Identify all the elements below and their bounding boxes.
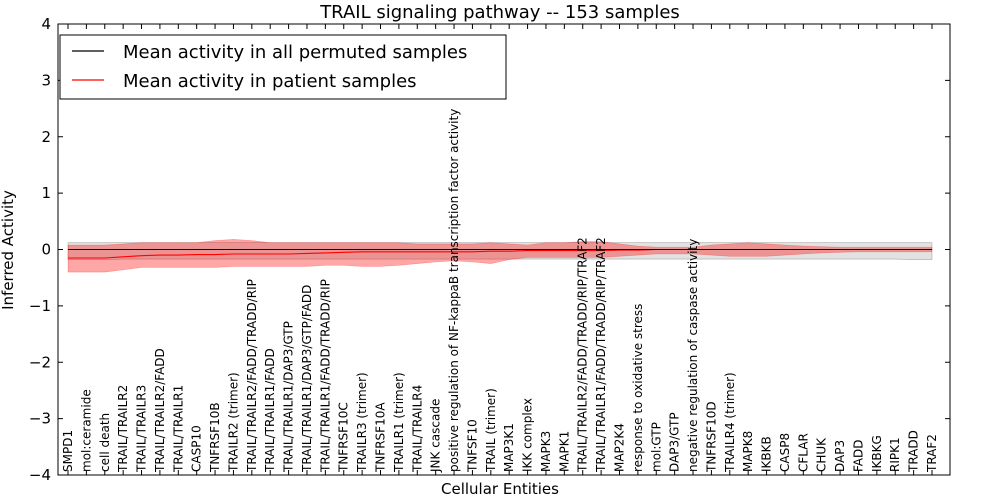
y-tick-label: 2 [41,128,51,146]
patient-range-band [67,239,933,273]
chart-title: TRAIL signaling pathway -- 153 samples [319,2,680,23]
x-tick-label: TRAIL (trimer) [484,388,498,473]
x-tick-label: IKK complex [521,398,535,472]
x-tick-label: TNFRSF10D [704,401,718,473]
x-tick-label: mol:GTP [649,422,663,472]
y-tick-label: −1 [29,297,51,315]
x-tick-label: TRAIL/TRAILR1/FADD/TRADD/RIP/TRAF2 [594,237,608,473]
x-tick-label: TRAILR2 (trimer) [226,372,240,473]
y-tick-label: 0 [41,241,51,259]
plot-area [67,239,933,273]
y-tick-label: 3 [41,71,51,89]
x-tick-label: JNK cascade [429,399,443,473]
x-tick-label: cell death [98,413,112,472]
x-tick-label: TNFRSF10A [374,402,388,473]
x-tick-label: IKBKG [870,435,884,472]
x-tick-label: MAP2K4 [613,423,627,472]
x-tick-label: TNFRSF10C [337,402,351,473]
x-tick-label: IKBKB [760,436,774,472]
x-tick-label: DAP3 [833,440,847,472]
y-tick-label: −3 [29,410,51,428]
x-tick-label: TRAIL/TRAILR4 [410,385,424,473]
x-tick-label: TNFSF10 [465,419,479,473]
x-tick-label: RIPK1 [888,437,902,472]
y-axis-ticks: 4 3 2 1 0 −1 −2 −3 −4 [29,15,950,484]
x-tick-label: CFLAR [796,433,810,472]
x-tick-label: TRAIL/TRAILR1/DAP3/GTP/FADD [300,285,314,473]
x-tick-label: TRAILR1 (trimer) [392,372,406,473]
y-tick-label: −2 [29,353,51,371]
x-tick-label: response to oxidative stress [631,304,645,472]
x-tick-label: MAP3K1 [502,423,516,472]
x-tick-label: CHUK [815,437,829,472]
x-tick-label: positive regulation of NF-kappaB transcr… [447,109,461,472]
y-tick-label: 1 [41,184,51,202]
x-tick-label: DAP3/GTP [668,412,682,472]
x-tick-label: TRAIL/TRAILR2/FADD/TRADD/RIP [245,279,259,473]
x-tick-label: CASP10 [190,425,204,472]
legend-label-permuted: Mean activity in all permuted samples [123,42,467,63]
x-tick-label: TNFRSF10B [208,402,222,473]
x-tick-label: TRADD [907,430,921,473]
x-tick-label: SMPD1 [61,430,75,472]
x-tick-label: FADD [852,440,866,473]
legend: Mean activity in all permuted samples Me… [59,34,507,100]
x-tick-label: TRAF2 [925,434,939,473]
x-tick-label: CASP8 [778,433,792,472]
x-tick-label: MAPK8 [741,431,755,472]
x-tick-label: TRAIL/TRAILR2 [116,385,130,473]
x-tick-label: mol:ceramide [79,389,93,472]
x-tick-label: negative regulation of caspase activity [686,239,700,472]
x-tick-label: MAPK3 [539,431,553,472]
x-tick-label: TRAIL/TRAILR1 [171,385,185,473]
y-axis-label: Inferred Activity [0,190,17,310]
x-tick-label: MAPK1 [557,431,571,472]
legend-label-patient: Mean activity in patient samples [123,71,417,92]
x-axis-label: Cellular Entities [441,480,559,498]
x-tick-label: TRAIL/TRAILR1/FADD [263,348,277,473]
x-axis-ticks: SMPD1 mol:ceramide cell death TRAIL/TRAILR2… [61,24,939,475]
x-tick-label: TRAILR3 (trimer) [355,372,369,473]
x-tick-label: TRAILR4 (trimer) [723,372,737,473]
y-tick-label: 4 [41,15,51,33]
y-tick-label: −4 [29,466,51,484]
x-tick-label: TRAIL/TRAILR2/FADD [153,348,167,473]
x-tick-label: TRAIL/TRAILR1/FADD/TRADD/RIP [318,279,332,473]
legend-box [59,34,507,100]
x-tick-label: TRAIL/TRAILR2/FADD/TRADD/RIP/TRAF2 [576,237,590,473]
x-tick-label: TRAIL/TRAILR3 [135,385,149,473]
x-tick-label: TRAIL/TRAILR1/DAP3/GTP [282,321,296,473]
